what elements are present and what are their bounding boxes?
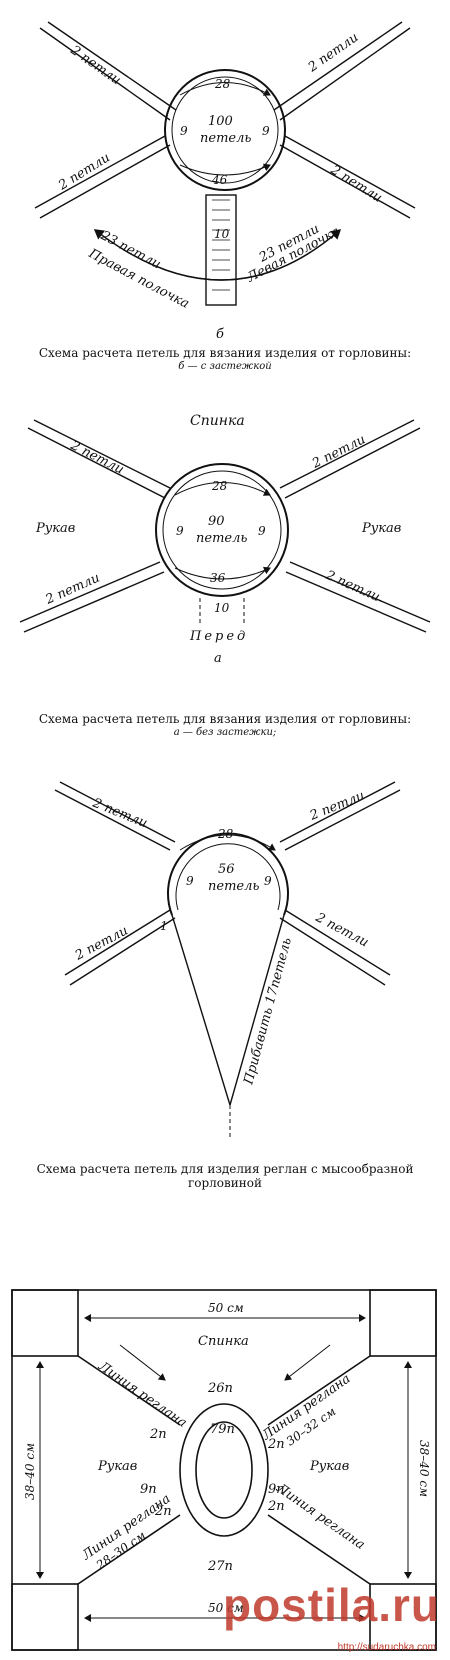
watermark-logo: postila.ru xyxy=(222,1579,440,1631)
label-two-loops: 2 петли xyxy=(55,150,113,194)
label-center-count: 90 xyxy=(208,514,225,529)
label-right-side: 9 xyxy=(262,124,270,138)
label-top-count: 28 xyxy=(211,479,228,493)
label-two-p: 2п xyxy=(267,1499,285,1514)
caption-b-text: Схема расчета петель для вязания изделия… xyxy=(38,346,412,360)
label-back: Спинка xyxy=(198,1334,249,1349)
diagram-d xyxy=(11,1289,437,1651)
diagram-b-labels: 2 петли 2 петли 2 петли 2 петли 28 100 п… xyxy=(55,30,384,342)
label-two-loops: 2 петли xyxy=(67,438,126,478)
label-letter: б xyxy=(216,327,224,342)
label-center-count: 56 xyxy=(218,862,235,877)
label-front-count: 27п xyxy=(207,1559,233,1574)
label-left-side: 9 xyxy=(176,524,184,538)
label-left-side: 9 xyxy=(180,124,188,138)
label-left-side: 9 xyxy=(186,874,194,888)
label-raglan: Линия реглана xyxy=(95,1358,189,1430)
caption-b: Схема расчета петель для вязания изделия… xyxy=(0,346,450,374)
label-center-word: петель xyxy=(208,879,259,894)
label-width-top: 50 см xyxy=(208,1301,244,1315)
label-two-loops: 2 петли xyxy=(307,788,367,824)
label-top-count: 28 xyxy=(214,77,231,91)
label-two-loops: 2 петли xyxy=(322,568,382,605)
label-add-loops: Прибавить 17петель xyxy=(241,936,295,1087)
caption-a: Схема расчета петель для вязания изделия… xyxy=(0,712,450,740)
label-letter: а xyxy=(214,651,222,666)
label-bottom-mid: 10 xyxy=(214,601,230,615)
label-sleeve-right: Рукав xyxy=(361,521,401,536)
label-two-p: 2п xyxy=(267,1437,285,1452)
label-width-bottom: 50 см xyxy=(208,1601,244,1615)
label-two-loops: 2 петли xyxy=(67,42,123,88)
label-center-word: петель xyxy=(200,131,251,146)
label-height-left: 38–40 см xyxy=(23,1443,37,1500)
label-sleeve-count-right: 9п xyxy=(268,1482,285,1497)
label-two-loops: 2 петли xyxy=(72,923,131,964)
diagram-a xyxy=(19,419,431,633)
label-one: 1 xyxy=(160,919,168,933)
label-sleeve-left: Рукав xyxy=(35,521,75,536)
label-two-loops: 2 петли xyxy=(309,432,368,472)
label-back: Спинка xyxy=(190,413,245,429)
diagram-c xyxy=(54,781,401,1140)
caption-c: Схема расчета петель для изделия реглан … xyxy=(0,1162,450,1190)
diagram-b xyxy=(34,21,416,306)
label-two-loops: 2 петли xyxy=(327,162,385,206)
caption-a-sub: а — без застежки; xyxy=(173,727,277,738)
caption-a-text: Схема расчета петель для вязания изделия… xyxy=(38,712,412,726)
label-two-p: 2п xyxy=(154,1504,172,1519)
caption-b-sub: б — с застежкой xyxy=(178,361,272,372)
label-sleeve-right: Рукав xyxy=(309,1459,349,1474)
label-two-p: 2п xyxy=(149,1427,167,1442)
label-back-count: 26п xyxy=(207,1381,233,1396)
label-top-count: 28 xyxy=(217,827,234,841)
diagram-a-labels: Спинка Рукав Рукав 2 петли 2 петли 2 пет… xyxy=(35,413,401,666)
label-placket: 10 xyxy=(214,227,230,241)
label-center-word: петель xyxy=(196,531,247,546)
label-sleeve-left: Рукав xyxy=(97,1459,137,1474)
label-right-side: 9 xyxy=(264,874,272,888)
diagram-c-labels: 2 петли 2 петли 2 петли 2 петли 28 56 пе… xyxy=(72,788,371,1087)
label-raglan: Линия реглана xyxy=(273,1480,367,1552)
label-sleeve-count-left: 9п xyxy=(140,1482,157,1497)
watermark-url[interactable]: http://sudaruchka.com xyxy=(337,1642,436,1653)
label-right-side: 9 xyxy=(258,524,266,538)
label-front: Перед xyxy=(189,629,248,644)
label-neck-count: 79п xyxy=(210,1422,235,1437)
label-bottom-count: 46 xyxy=(211,173,228,187)
label-height-right: 38–40 см xyxy=(417,1440,431,1497)
caption-c-text: Схема расчета петель для изделия реглан … xyxy=(36,1162,414,1190)
label-center-count: 100 xyxy=(208,114,233,129)
label-bottom-count: 36 xyxy=(210,571,226,585)
